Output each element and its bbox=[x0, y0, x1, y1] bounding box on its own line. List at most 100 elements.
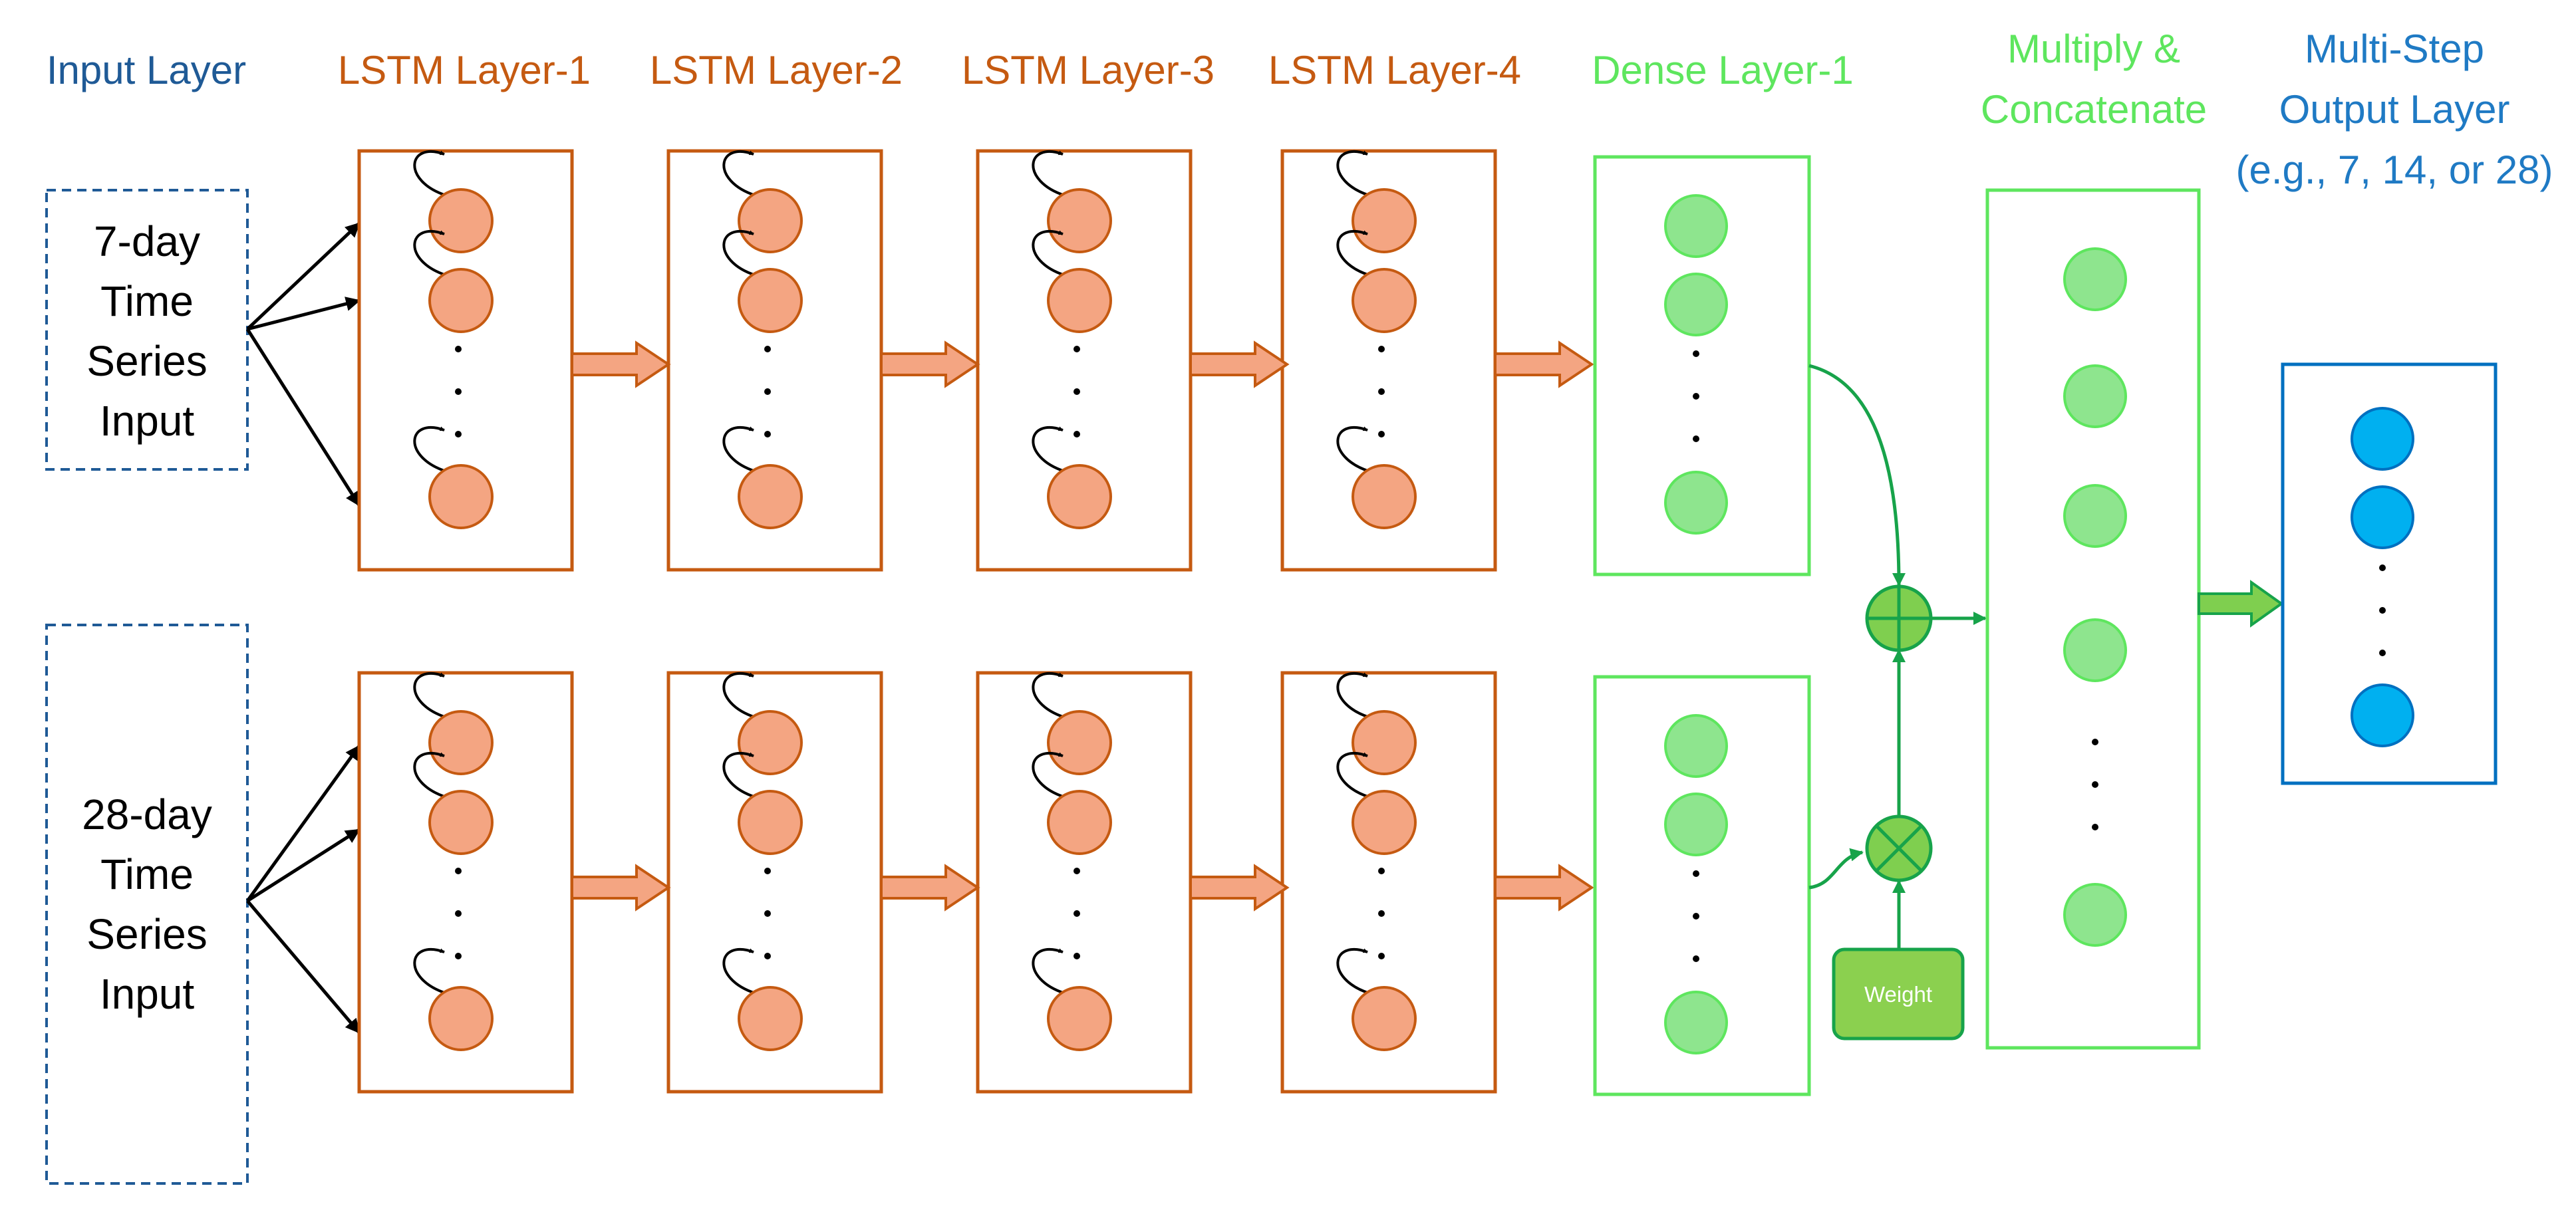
ellipsis-dot-2 bbox=[1073, 910, 1080, 917]
self-loop-arrow-icon bbox=[1032, 229, 1066, 277]
ellipsis-dot-1 bbox=[2092, 739, 2098, 745]
ellipsis-dot-1 bbox=[764, 346, 771, 352]
lstm-neuron-1 bbox=[738, 188, 803, 253]
lstm-neuron-3 bbox=[1047, 986, 1112, 1051]
dense-neuron-3 bbox=[1664, 991, 1728, 1054]
ellipsis-dot-3 bbox=[764, 431, 771, 437]
lstm-layer-2-box-bottom bbox=[666, 671, 883, 1094]
lstm-neuron-2 bbox=[1352, 790, 1417, 855]
ellipsis-dot-1 bbox=[455, 346, 462, 352]
block-arrow-icon-top-1 bbox=[571, 340, 671, 388]
dense-top-to-add-connector bbox=[1808, 364, 1906, 586]
lstm-neuron-1 bbox=[1047, 188, 1112, 253]
self-loop-arrow-icon bbox=[1336, 751, 1370, 798]
lstm-layer-1-box-top bbox=[357, 149, 574, 572]
concat-to-output-block-arrow bbox=[2198, 580, 2284, 628]
dense-layer-1-box-top bbox=[1593, 155, 1811, 576]
lstm-layer-2-box-top bbox=[666, 149, 883, 572]
add-operator-icon bbox=[1865, 584, 1933, 652]
input-fan-arrows-bottom bbox=[245, 745, 361, 1034]
lstm-neuron-2 bbox=[738, 790, 803, 855]
block-arrow-icon-bottom-1 bbox=[571, 864, 671, 912]
input-fan-arrows-top bbox=[245, 222, 361, 507]
ellipsis-dot-2 bbox=[1378, 910, 1385, 917]
ellipsis-dot-1 bbox=[2379, 564, 2386, 571]
multiply-concatenate-box bbox=[1985, 188, 2201, 1050]
lstm-neuron-2 bbox=[738, 268, 803, 333]
lstm-layer-3-header: LSTM Layer-3 bbox=[962, 48, 1215, 92]
ellipsis-dot-3 bbox=[1073, 431, 1080, 437]
self-loop-arrow-icon bbox=[1032, 426, 1066, 473]
lstm-neuron-1 bbox=[1047, 710, 1112, 775]
lstm-neuron-3 bbox=[1352, 986, 1417, 1051]
concat-neuron-2 bbox=[2063, 364, 2127, 428]
block-arrow-icon-bottom-2 bbox=[880, 864, 980, 912]
self-loop-arrow-icon bbox=[413, 426, 447, 473]
self-loop-arrow-icon bbox=[1032, 751, 1066, 798]
multi-step-output-box bbox=[2281, 362, 2498, 785]
ellipsis-dot-3 bbox=[455, 431, 462, 437]
input-label-7-day-line-4: Input bbox=[100, 397, 195, 445]
output-neuron-3 bbox=[2351, 683, 2414, 747]
lstm-neuron-3 bbox=[1352, 464, 1417, 529]
lstm-layer-4-box-bottom bbox=[1280, 671, 1497, 1094]
input-label-7-day-line-1: 7-day bbox=[94, 217, 200, 265]
self-loop-arrow-icon bbox=[413, 150, 447, 197]
self-loop-arrow-icon bbox=[1336, 229, 1370, 277]
dense-neuron-2 bbox=[1664, 273, 1728, 336]
self-loop-arrow-icon bbox=[1336, 672, 1370, 719]
output-box-frame bbox=[2281, 362, 2498, 785]
lstm-layer-1-header: LSTM Layer-1 bbox=[338, 48, 591, 92]
ellipsis-dot-1 bbox=[1378, 346, 1385, 352]
ellipsis-dot-1 bbox=[1693, 350, 1699, 357]
output-header-line-1: Multi-Step bbox=[2305, 27, 2484, 71]
multiply-header-line-2: Concatenate bbox=[1981, 87, 2207, 132]
ellipsis-dot-1 bbox=[1073, 868, 1080, 874]
self-loop-arrow-icon bbox=[413, 751, 447, 798]
block-arrow-icon-top-2 bbox=[880, 340, 980, 388]
ellipsis-dot-2 bbox=[764, 910, 771, 917]
lstm-neuron-2 bbox=[1047, 268, 1112, 333]
self-loop-arrow-icon bbox=[722, 229, 756, 277]
lstm-neuron-1 bbox=[428, 710, 494, 775]
input-label-28-day-line-1: 28-day bbox=[82, 791, 212, 838]
multiply-header-line-1: Multiply & bbox=[2007, 27, 2180, 71]
output-neuron-1 bbox=[2351, 407, 2414, 471]
self-loop-arrow-icon bbox=[1032, 150, 1066, 197]
self-loop-arrow-icon bbox=[1032, 947, 1066, 995]
self-loop-arrow-icon bbox=[1336, 150, 1370, 197]
lstm-neuron-2 bbox=[1352, 268, 1417, 333]
ellipsis-dot-3 bbox=[2379, 650, 2386, 656]
lstm-neuron-3 bbox=[738, 986, 803, 1051]
ellipsis-dot-2 bbox=[1693, 913, 1699, 920]
weight-box bbox=[1832, 947, 1965, 1041]
ellipsis-dot-3 bbox=[1073, 953, 1080, 959]
lstm-layer-4-header: LSTM Layer-4 bbox=[1268, 48, 1521, 92]
self-loop-arrow-icon bbox=[722, 672, 756, 719]
block-arrow-icon-top-3 bbox=[1189, 340, 1290, 388]
block-arrow-icon-bottom-4 bbox=[1494, 864, 1594, 912]
lstm-layer-3-box-top bbox=[976, 149, 1193, 572]
ellipsis-dot-2 bbox=[1073, 388, 1080, 395]
self-loop-arrow-icon bbox=[722, 150, 756, 197]
dense-neuron-2 bbox=[1664, 793, 1728, 856]
lstm-neuron-1 bbox=[1352, 710, 1417, 775]
self-loop-arrow-icon bbox=[413, 947, 447, 995]
block-arrow-icon-top-4 bbox=[1494, 340, 1594, 388]
input-label-7-day-line-2: Time bbox=[100, 277, 194, 325]
lstm-neuron-3 bbox=[1047, 464, 1112, 529]
input-label-28-day-line-3: Series bbox=[86, 910, 207, 958]
ellipsis-dot-1 bbox=[455, 868, 462, 874]
ellipsis-dot-3 bbox=[1378, 953, 1385, 959]
self-loop-arrow-icon bbox=[413, 672, 447, 719]
self-loop-arrow-icon bbox=[722, 751, 756, 798]
multiply-operator-icon bbox=[1865, 814, 1933, 882]
self-loop-arrow-icon bbox=[1336, 426, 1370, 473]
self-loop-arrow-icon bbox=[1032, 672, 1066, 719]
ellipsis-dot-1 bbox=[1693, 870, 1699, 877]
lstm-neuron-3 bbox=[428, 464, 494, 529]
dense-neuron-1 bbox=[1664, 194, 1728, 258]
ellipsis-dot-2 bbox=[455, 910, 462, 917]
input-box-28-day bbox=[45, 624, 249, 1185]
input-layer-header: Input Layer bbox=[47, 48, 246, 92]
